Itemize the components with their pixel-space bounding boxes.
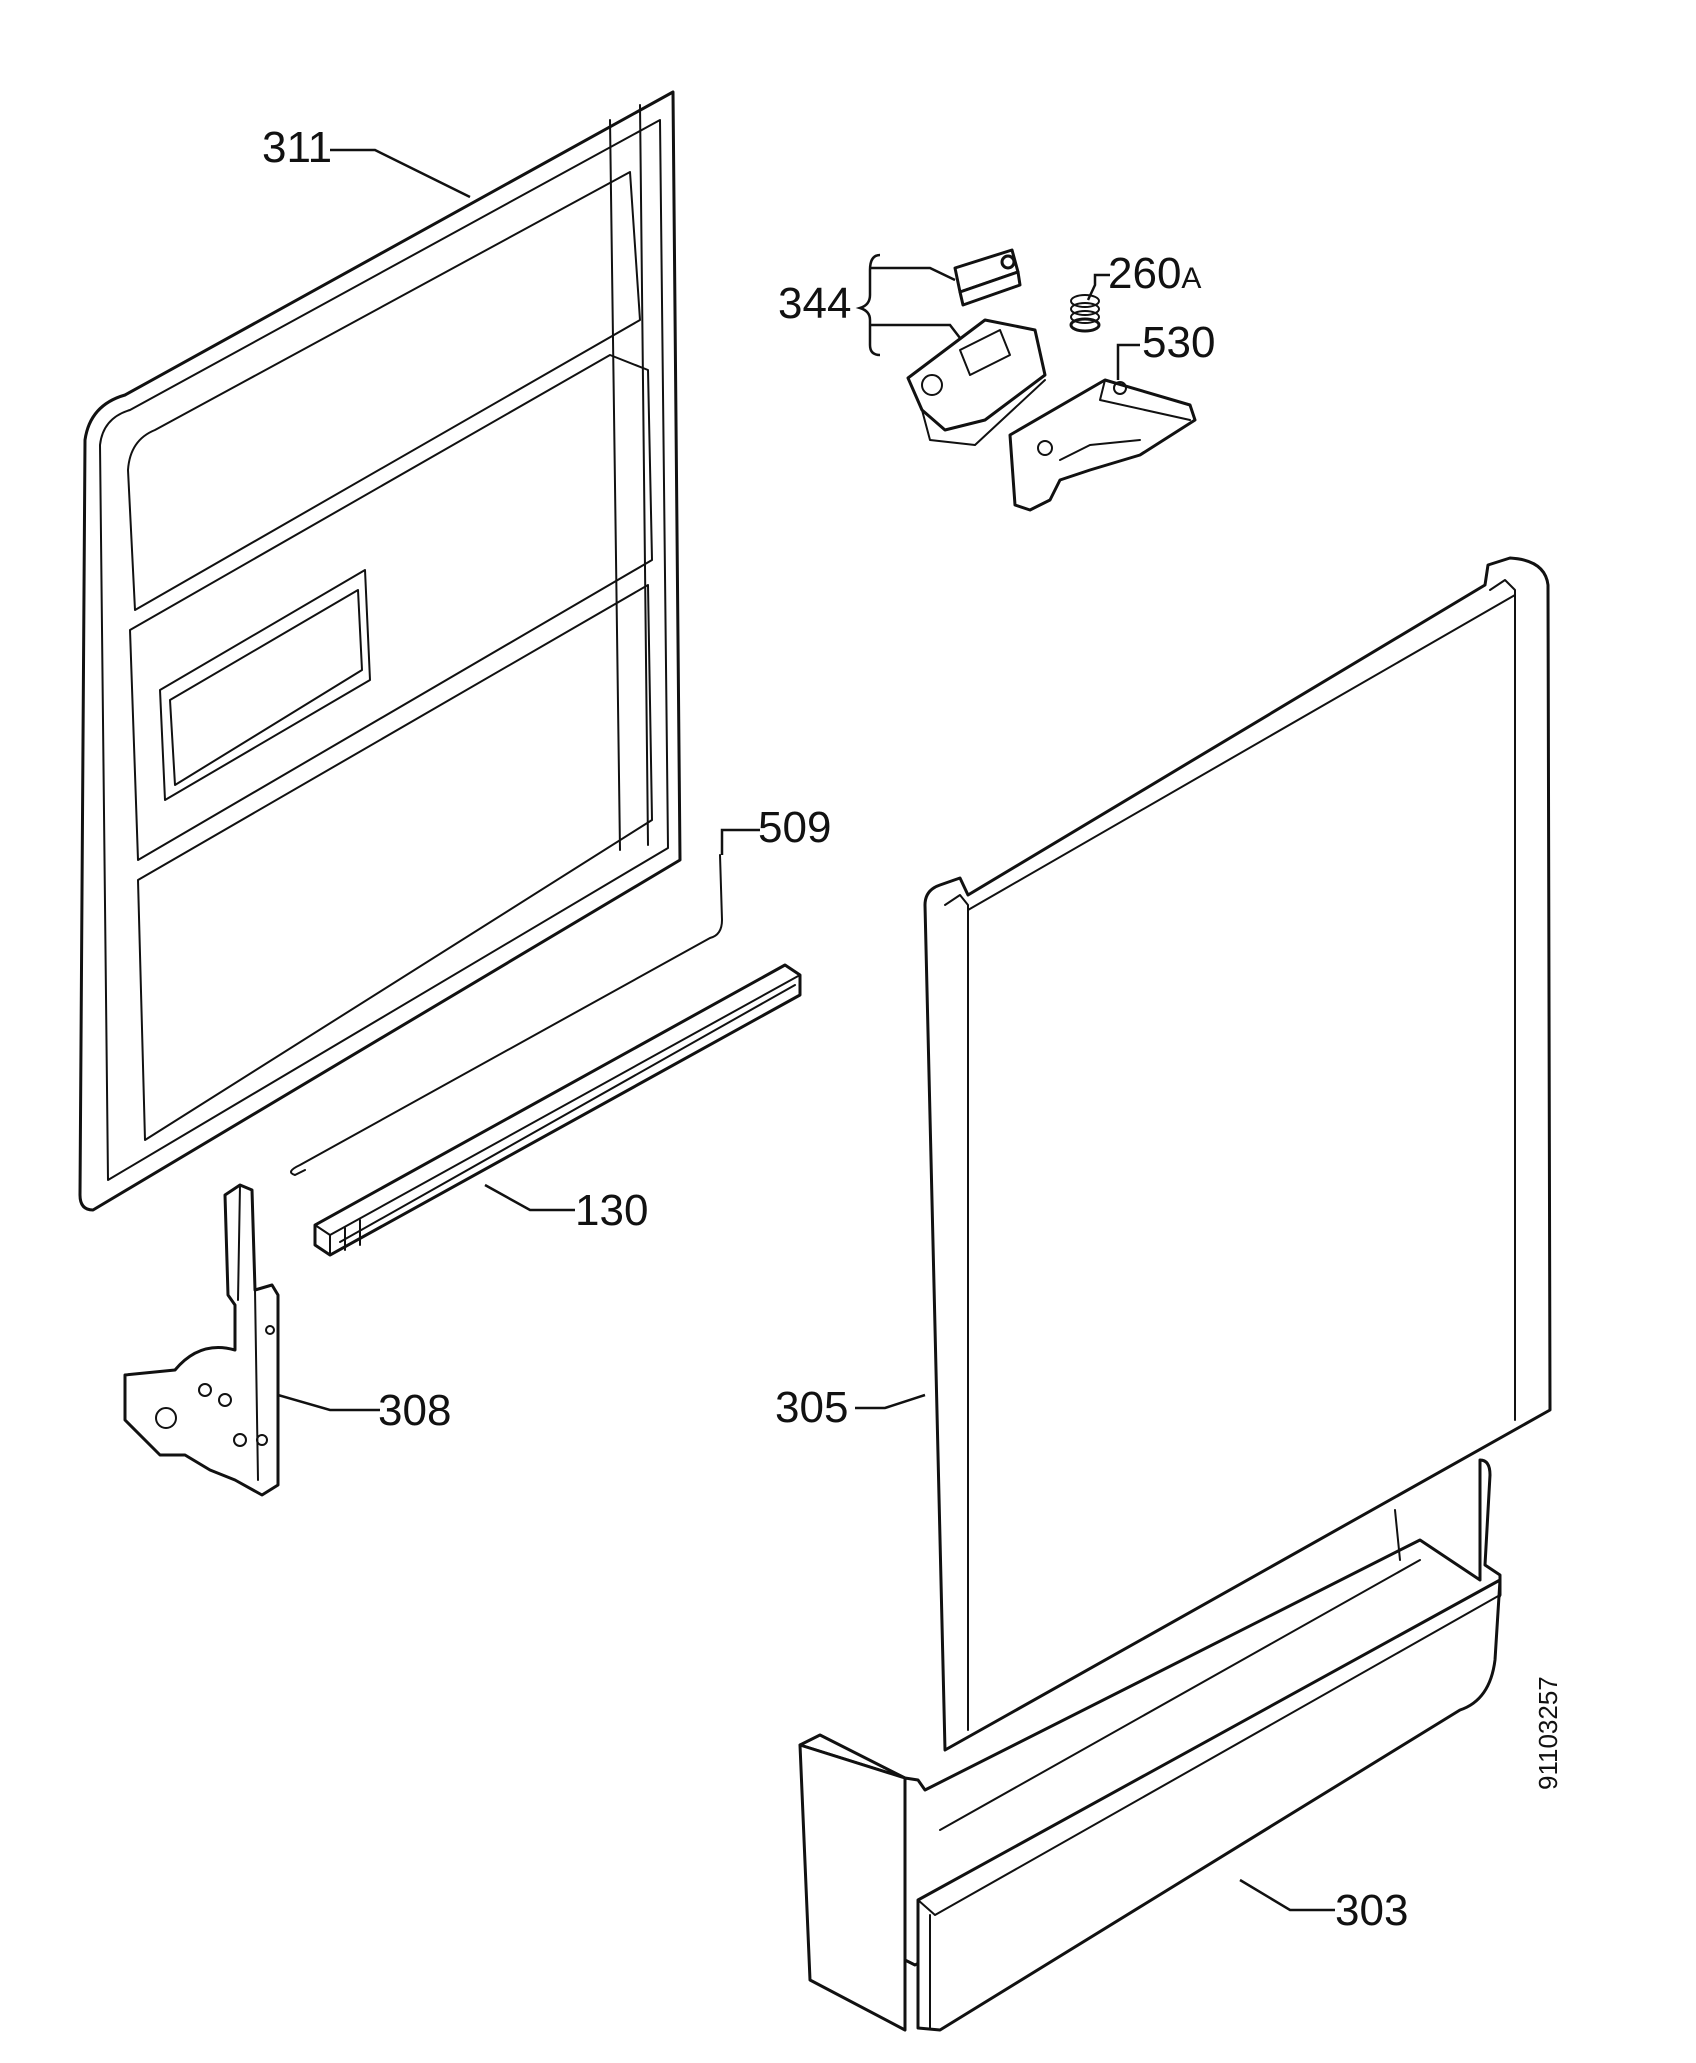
label-311: 311 <box>262 123 332 172</box>
label-260A-suffix: A <box>1181 262 1201 295</box>
part-509-wire <box>290 854 723 1176</box>
part-305-outer-door <box>923 556 1552 1752</box>
leader-344-b <box>870 323 961 339</box>
label-260A: 260A <box>1108 249 1201 298</box>
leader-530 <box>1116 343 1140 380</box>
label-305: 305 <box>775 1383 848 1432</box>
part-308-hinge <box>123 1183 280 1497</box>
part-260A-spring <box>1069 294 1101 333</box>
part-530-striker <box>1008 378 1197 512</box>
part-344-door-lock <box>906 248 1047 446</box>
label-509: 509 <box>758 803 831 852</box>
leader-344-a <box>870 266 956 282</box>
label-130: 130 <box>575 1186 648 1235</box>
leader-509 <box>720 828 760 855</box>
leader-130 <box>484 1183 575 1212</box>
leader-305 <box>855 1393 926 1410</box>
leader-308 <box>277 1393 380 1412</box>
document-number: 91103257 <box>1533 1676 1563 1790</box>
label-344: 344 <box>778 279 851 328</box>
label-530: 530 <box>1142 318 1215 367</box>
leader-303 <box>1239 1878 1335 1912</box>
label-308: 308 <box>378 1386 451 1435</box>
part-303-kickplate <box>798 1458 1502 2032</box>
label-303: 303 <box>1335 1886 1408 1935</box>
leader-311 <box>330 148 471 199</box>
part-311-inner-door <box>78 90 682 1212</box>
brace-344 <box>855 253 881 357</box>
leader-260A <box>1086 273 1110 301</box>
part-130-gasket <box>313 963 802 1257</box>
label-260A-number: 260 <box>1108 249 1181 298</box>
